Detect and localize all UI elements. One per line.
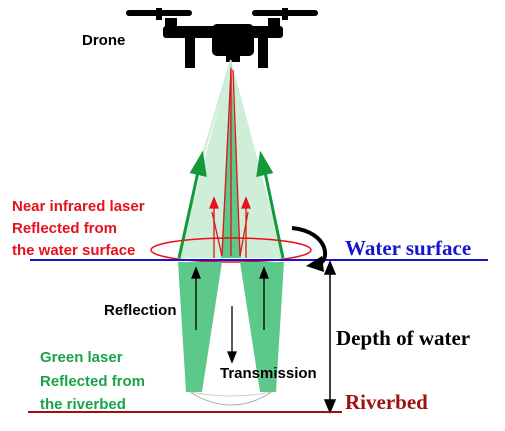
riverbed-footprint xyxy=(189,391,273,406)
nir-beam xyxy=(221,68,241,257)
curved-arrow-icon xyxy=(291,226,328,272)
nir-reflect-arrows xyxy=(209,196,251,258)
green-beam-edge-left xyxy=(201,59,232,159)
nir-label-line3: the water surface xyxy=(12,242,136,259)
nir-footprint-ellipse xyxy=(150,237,312,263)
drone-label: Drone xyxy=(82,32,126,49)
drone-icon xyxy=(126,8,318,68)
depth-arrow xyxy=(323,260,337,414)
green-label-line2: Reflected from xyxy=(40,373,146,390)
water-surface-label: Water surface xyxy=(345,236,472,260)
green-beam-lower-right xyxy=(240,262,284,392)
nir-label-line1: Near infrared laser xyxy=(12,198,145,215)
riverbed-label: Riverbed xyxy=(345,390,428,414)
depth-of-water-label: Depth of water xyxy=(336,326,471,350)
green-label-line1: Green laser xyxy=(40,349,123,366)
green-return-arrows xyxy=(177,150,285,259)
reflection-label: Reflection xyxy=(104,302,177,319)
transmission-label: Transmission xyxy=(220,365,317,382)
green-label-line3: the riverbed xyxy=(40,396,126,413)
nir-label-line2: Reflected from xyxy=(12,220,118,237)
transmission-arrow xyxy=(227,306,237,364)
green-beam-lower-left xyxy=(178,262,222,392)
reflection-arrows xyxy=(191,266,269,330)
